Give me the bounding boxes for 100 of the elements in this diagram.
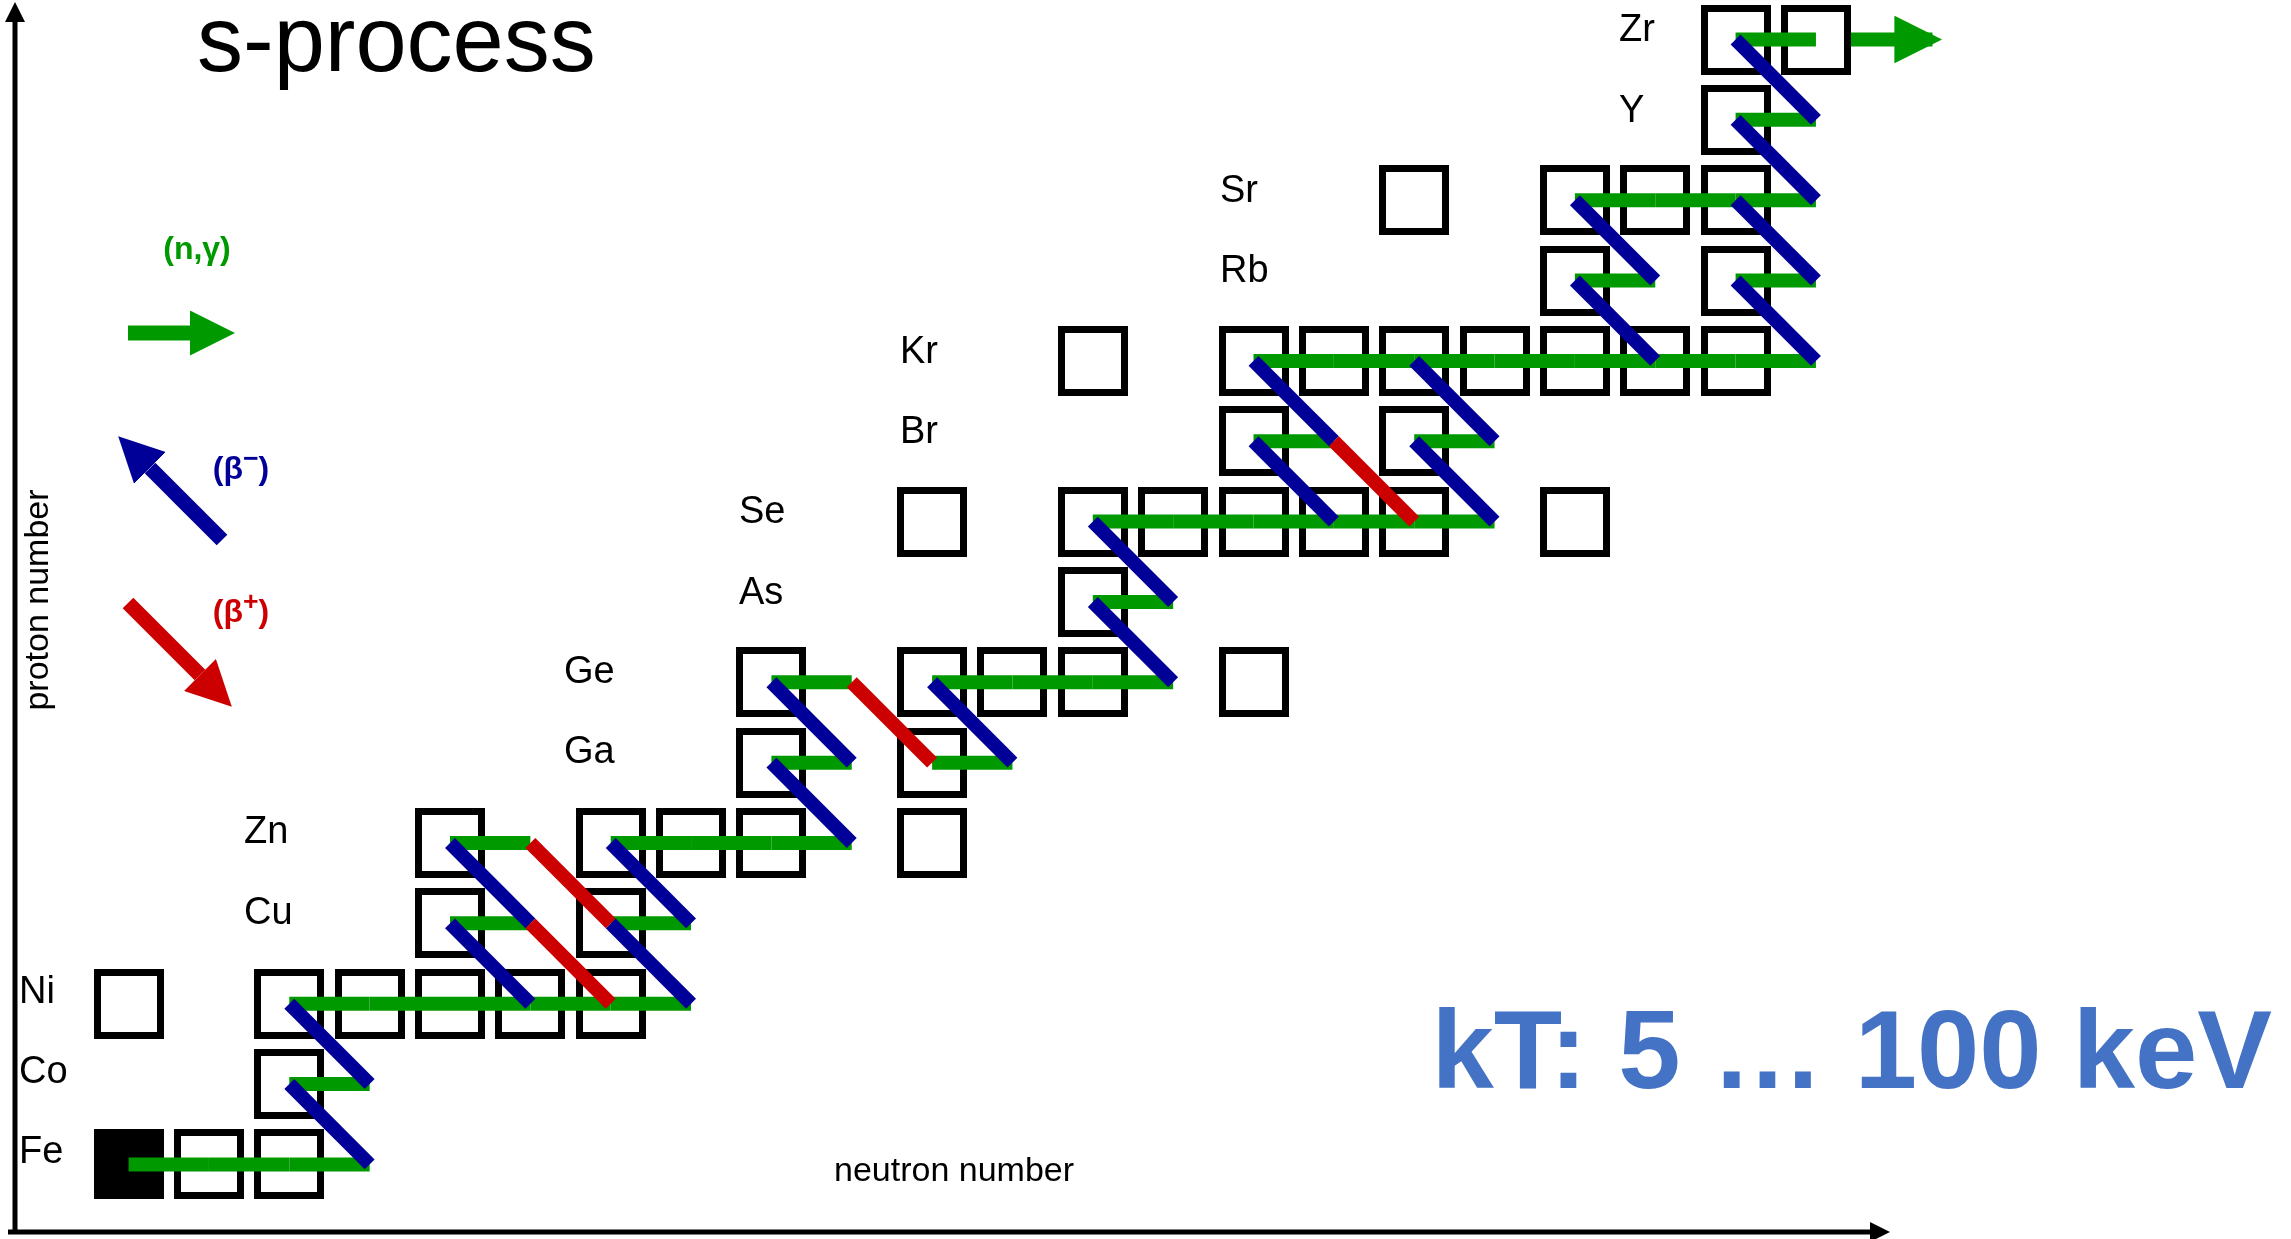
reaction-line <box>605 918 696 1009</box>
nuclide-box <box>575 968 646 1039</box>
reaction-line <box>691 836 772 850</box>
nuclide-box <box>415 888 485 959</box>
reaction-line <box>771 836 852 850</box>
nuclide-box <box>977 647 1048 718</box>
reaction-line <box>766 757 857 848</box>
element-symbol: Br <box>900 409 938 453</box>
nuclide-box <box>1057 486 1128 557</box>
reaction-line <box>284 998 375 1089</box>
reaction-line <box>1092 594 1174 609</box>
reaction-line <box>128 1157 209 1172</box>
element-symbol: Zr <box>1619 7 1655 51</box>
element-symbol: Se <box>739 489 786 533</box>
diagram-title: s-process <box>197 0 596 91</box>
element-symbol: Y <box>1619 88 1645 132</box>
nuclide-box <box>1218 406 1289 477</box>
nuclide-box <box>334 968 405 1039</box>
reaction-line <box>1414 514 1495 529</box>
nuclide-box <box>1459 325 1530 396</box>
legend-label: (β$^{+}$) <box>212 586 270 630</box>
nuclide-box <box>1057 325 1128 396</box>
nuclide-box <box>1700 4 1771 75</box>
nuclide-box <box>254 1129 325 1200</box>
element-symbol: Fe <box>19 1129 64 1173</box>
reaction-line <box>1409 436 1500 527</box>
temperature-note: kT: 5 … 100 keV <box>1431 985 2272 1114</box>
reaction-line <box>289 1077 370 1092</box>
reaction-line <box>846 677 938 768</box>
reaction-line <box>1569 195 1661 286</box>
nuclide-box <box>1700 165 1771 236</box>
nuclide-box <box>1539 245 1610 316</box>
reaction-line <box>1012 675 1093 690</box>
reaction-line <box>771 755 852 770</box>
reaction-line <box>1735 353 1816 368</box>
reaction-line <box>1574 193 1656 208</box>
nuclide-box <box>173 1129 244 1200</box>
element-symbol: As <box>739 570 784 614</box>
reaction-line <box>1569 275 1661 366</box>
reaction-line <box>1087 597 1179 688</box>
nuclide-box <box>415 808 485 878</box>
nuclide-box <box>897 727 968 798</box>
reaction-line <box>1735 273 1816 288</box>
reaction-line <box>1248 355 1339 447</box>
reaction-line <box>1730 195 1821 286</box>
reaction-line <box>610 836 692 850</box>
nuclide-box <box>1218 647 1289 718</box>
reaction-line <box>1655 193 1736 208</box>
element-symbol: Rb <box>1220 248 1269 292</box>
reaction-line <box>1248 436 1339 527</box>
nuclide-box <box>1138 486 1209 557</box>
reaction-line <box>1173 514 1254 529</box>
nuclide-box <box>897 486 968 557</box>
reaction-arrow <box>1850 15 1942 64</box>
nuclide-box <box>1218 325 1289 396</box>
reaction-line <box>1655 353 1736 368</box>
reaction-line <box>445 838 536 929</box>
reaction-line <box>1087 516 1179 607</box>
nuclide-box <box>415 968 485 1039</box>
element-symbol: Ni <box>19 969 55 1013</box>
element-symbol: Kr <box>900 329 938 373</box>
nuclide-box <box>736 808 807 878</box>
element-symbol: Ge <box>564 649 615 693</box>
nuclide-box <box>1379 486 1450 557</box>
reaction-line <box>1409 355 1500 447</box>
reaction-line <box>1253 353 1334 368</box>
reaction-line <box>450 996 531 1011</box>
nuclide-box <box>1539 325 1610 396</box>
axis-label: proton number <box>17 489 57 711</box>
reaction-line <box>1253 514 1334 529</box>
nuclide-box <box>1298 325 1369 396</box>
element-symbol: Sr <box>1220 168 1258 212</box>
nuclide-box <box>254 968 325 1039</box>
nuclide-box <box>897 647 968 718</box>
nuclide-box <box>1218 486 1289 557</box>
reaction-line <box>1333 514 1415 529</box>
reaction-line <box>525 838 616 929</box>
reaction-line <box>771 675 852 690</box>
reaction-line <box>450 836 531 850</box>
nuclide-box <box>1700 84 1771 155</box>
nuclide-box <box>1620 165 1691 236</box>
nuclide-box <box>1539 486 1610 557</box>
nuclide-box <box>1539 165 1610 236</box>
reaction-line <box>610 996 692 1011</box>
reaction-line <box>1574 273 1656 288</box>
nuclide-box <box>736 647 807 718</box>
nuclide-box <box>254 1049 325 1120</box>
nuclide-box <box>656 808 727 878</box>
nuclide-box <box>1620 325 1691 396</box>
reaction-line <box>1735 112 1816 127</box>
reaction-line <box>1333 353 1415 368</box>
reaction-line <box>1092 514 1174 529</box>
reaction-line <box>289 996 370 1011</box>
reaction-line <box>1092 675 1174 690</box>
nuclide-box <box>1379 325 1450 396</box>
nuclide-box <box>495 968 566 1039</box>
reaction-line <box>932 755 1013 770</box>
reaction-line <box>208 1157 290 1172</box>
reaction-line <box>445 918 536 1009</box>
nuclide-box <box>93 968 164 1039</box>
